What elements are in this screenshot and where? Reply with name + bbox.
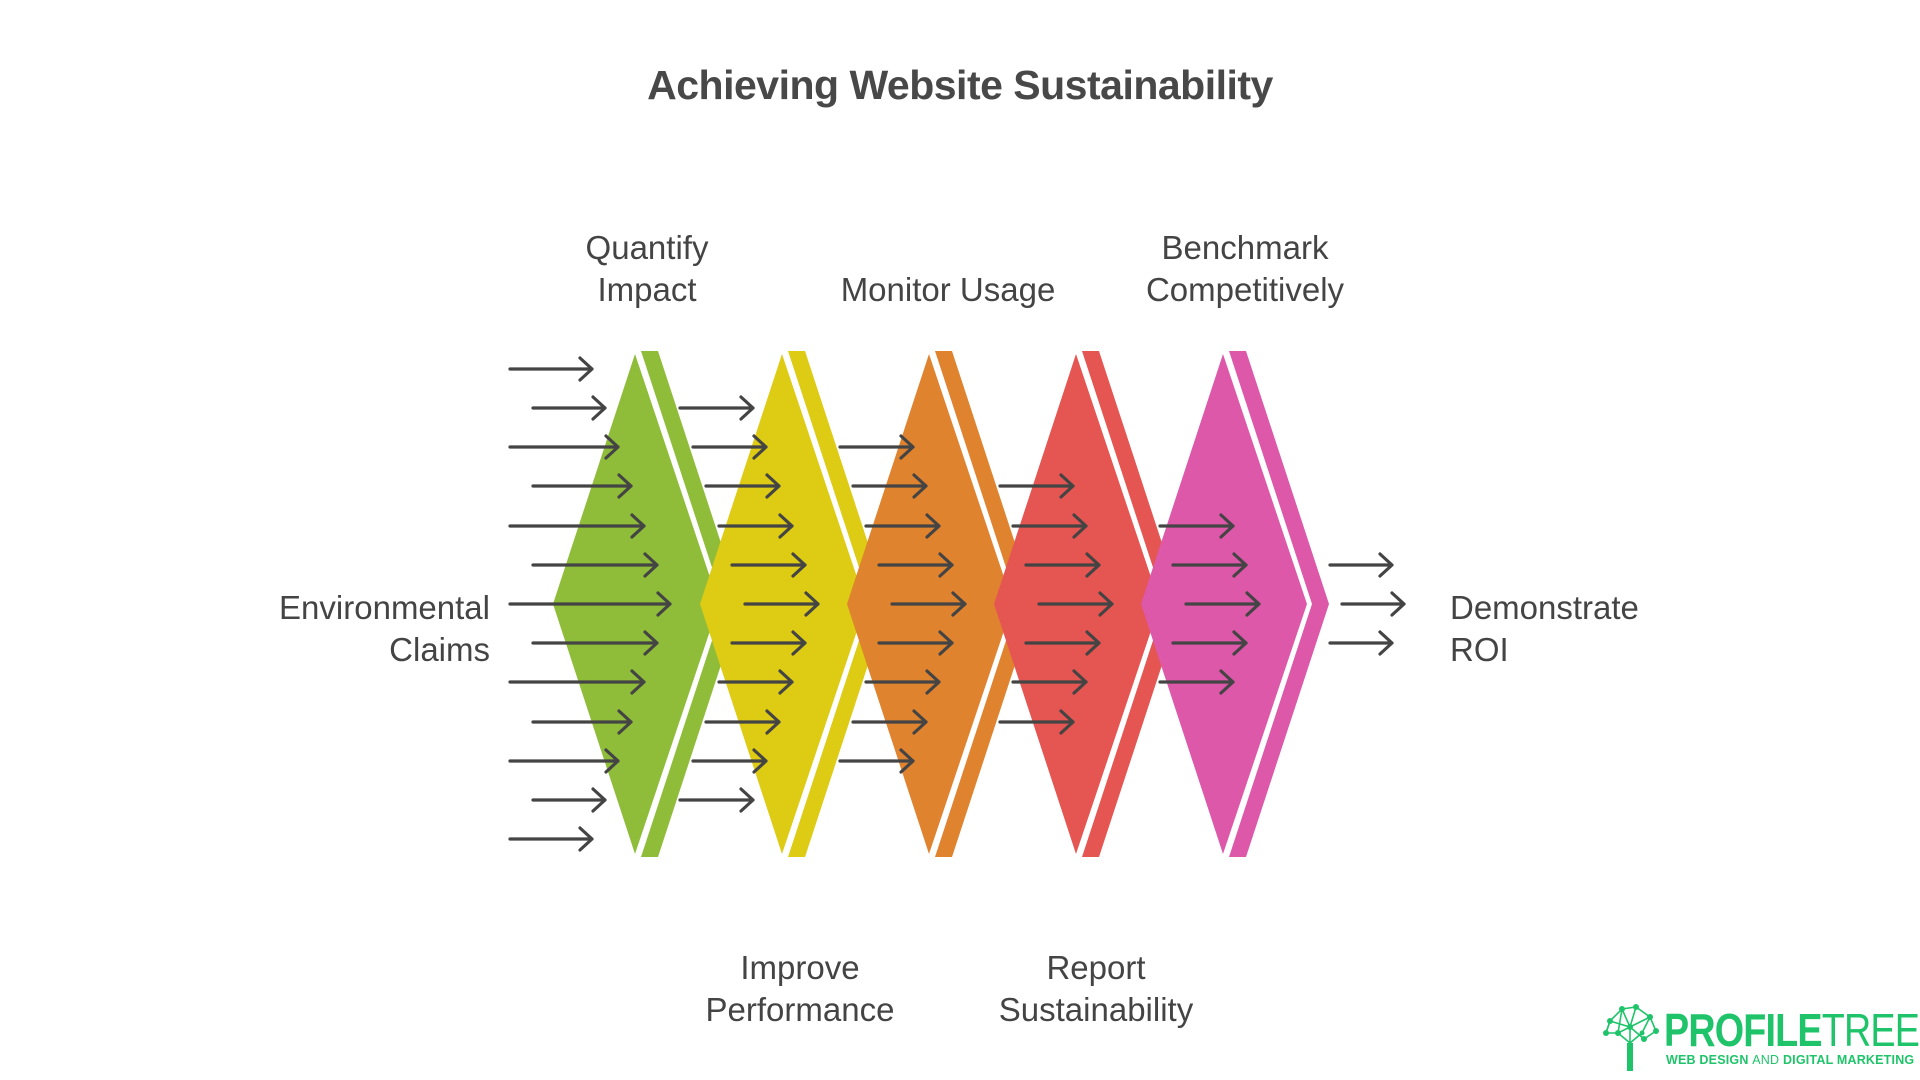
arrow-icon bbox=[851, 473, 928, 499]
arrow-icon bbox=[1158, 669, 1235, 695]
arrow-icon bbox=[717, 669, 794, 695]
arrow-icon bbox=[877, 630, 954, 656]
logo-name-light: TREE bbox=[1821, 1004, 1920, 1056]
diagram-title: Achieving Website Sustainability bbox=[647, 62, 1273, 108]
arrow-icon bbox=[531, 473, 633, 499]
arrow-icon bbox=[1024, 552, 1101, 578]
arrow-icon bbox=[508, 591, 672, 617]
arrow-icon bbox=[890, 591, 967, 617]
arrow-icon bbox=[678, 395, 755, 421]
arrow-icon bbox=[1011, 513, 1088, 539]
arrow-icon bbox=[1011, 669, 1088, 695]
arrow-icon bbox=[864, 513, 941, 539]
logo-tagline-c: DIGITAL MARKETING bbox=[1782, 1053, 1915, 1067]
stage-label-line1: Benchmark bbox=[1161, 229, 1329, 266]
arrow-icon bbox=[1037, 591, 1114, 617]
output-label-line1: Demonstrate bbox=[1450, 589, 1639, 626]
stage-label-line1: Report bbox=[1046, 949, 1146, 986]
arrow-icon bbox=[531, 630, 659, 656]
arrow-icon bbox=[508, 826, 594, 852]
stage-label-improve-performance: Improve Performance bbox=[706, 947, 895, 1031]
arrow-icon bbox=[1184, 591, 1261, 617]
stage-label-line2: Sustainability bbox=[998, 991, 1194, 1028]
arrow-icon bbox=[508, 513, 646, 539]
input-label-line2: Claims bbox=[389, 631, 490, 668]
stage-label-monitor-usage: Monitor Usage bbox=[841, 269, 1056, 311]
arrow-icon bbox=[508, 434, 620, 460]
arrow-icon bbox=[508, 669, 646, 695]
stage-label-report-sustainability: Report Sustainability bbox=[999, 947, 1193, 1031]
logo-name-bold: PROFILE bbox=[1664, 1004, 1823, 1056]
stage-label-line1: Improve bbox=[740, 949, 860, 986]
stage-label-line1: Monitor Usage bbox=[840, 271, 1056, 308]
arrow-icon bbox=[1328, 552, 1394, 578]
arrow-icon bbox=[531, 552, 659, 578]
arrow-icon bbox=[1158, 513, 1235, 539]
stage-label-line2: Impact bbox=[597, 271, 697, 308]
arrow-icon bbox=[1024, 630, 1101, 656]
arrow-icon bbox=[1328, 630, 1394, 656]
arrow-icon bbox=[864, 669, 941, 695]
input-label-line1: Environmental bbox=[279, 589, 490, 626]
arrow-icon bbox=[998, 473, 1075, 499]
stage-label-line2: Competitively bbox=[1145, 271, 1345, 308]
arrow-icon bbox=[508, 748, 620, 774]
logo-wordmark: PROFILETREE bbox=[1664, 1003, 1920, 1057]
output-label: Demonstrate ROI bbox=[1450, 587, 1700, 671]
stage-label-benchmark-competitively: Benchmark Competitively bbox=[1146, 227, 1344, 311]
arrow-icon bbox=[838, 748, 915, 774]
input-label: Environmental Claims bbox=[240, 587, 490, 671]
stage-band bbox=[1229, 351, 1329, 857]
arrow-icon bbox=[1171, 552, 1248, 578]
logo-tagline-a: WEB DESIGN bbox=[1666, 1053, 1749, 1067]
stage-label-line2: Performance bbox=[705, 991, 895, 1028]
stage-label-quantify-impact: Quantify Impact bbox=[586, 227, 709, 311]
arrow-icon bbox=[704, 473, 781, 499]
arrow-icon bbox=[691, 748, 768, 774]
stage-label-line1: Quantify bbox=[585, 229, 709, 266]
profiletree-logo: PROFILETREE WEB DESIGN AND DIGITAL MARKE… bbox=[1600, 1003, 1920, 1073]
arrow-icon bbox=[743, 591, 820, 617]
tree-network-icon bbox=[1603, 1004, 1659, 1071]
arrow-icon bbox=[704, 709, 781, 735]
arrow-icon bbox=[838, 434, 915, 460]
logo-tagline: WEB DESIGN AND DIGITAL MARKETING bbox=[1666, 1053, 1914, 1067]
arrow-icon bbox=[717, 513, 794, 539]
arrow-icon bbox=[678, 787, 755, 813]
arrow-icon bbox=[730, 552, 807, 578]
stage-band bbox=[1082, 351, 1182, 857]
arrow-icon bbox=[730, 630, 807, 656]
arrow-icon bbox=[508, 356, 594, 382]
arrow-icon bbox=[531, 395, 607, 421]
arrow-icon bbox=[851, 709, 928, 735]
arrow-icon bbox=[1171, 630, 1248, 656]
arrow-icon bbox=[531, 787, 607, 813]
stage-band bbox=[935, 351, 1035, 857]
arrow-icon bbox=[691, 434, 768, 460]
arrow-icon bbox=[998, 709, 1075, 735]
arrow-icon bbox=[877, 552, 954, 578]
arrow-icon bbox=[531, 709, 633, 735]
logo-tagline-b: AND bbox=[1752, 1053, 1780, 1067]
arrow-icon bbox=[1340, 591, 1406, 617]
stage-band bbox=[641, 351, 741, 857]
output-label-line2: ROI bbox=[1450, 631, 1509, 668]
stage-band bbox=[788, 351, 888, 857]
